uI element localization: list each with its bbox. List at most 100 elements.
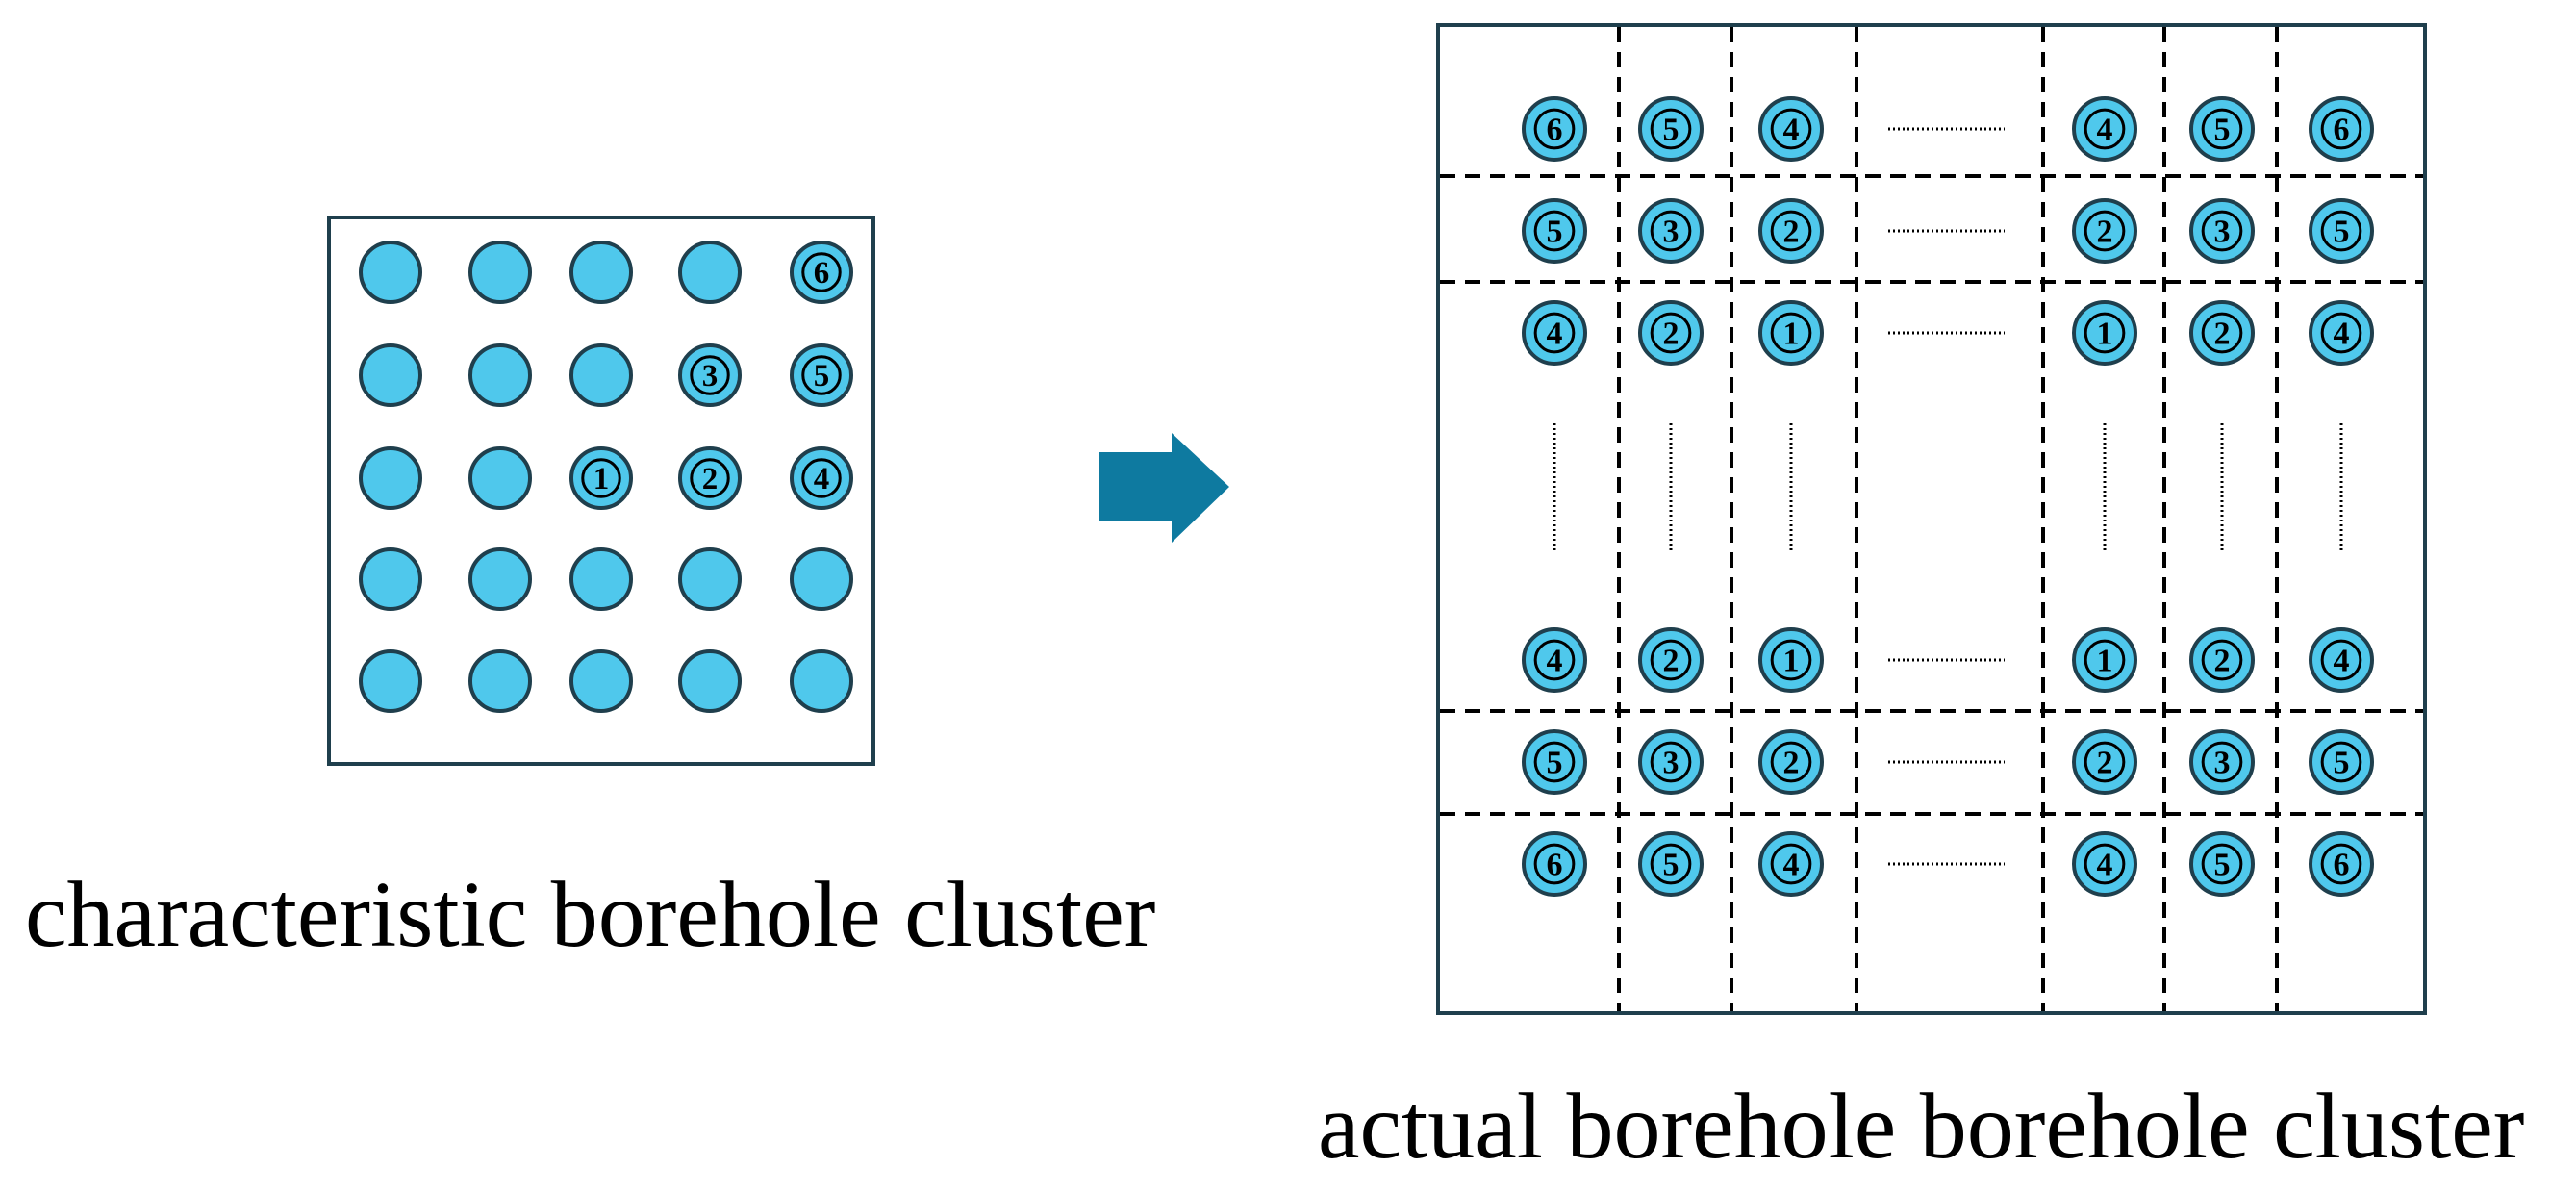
borehole-circle [1522,831,1587,897]
borehole-number: 3 [1663,746,1679,781]
actual-borehole-4: 4 [2309,627,2374,693]
borehole-circle [1638,831,1704,897]
borehole-circle [1758,96,1824,162]
borehole-number: 4 [1547,317,1563,352]
borehole-number-ring [801,355,842,395]
borehole-number-ring [2201,843,2243,885]
borehole-number: 4 [2334,317,2350,352]
borehole-number-ring [801,252,842,292]
borehole-number: 1 [1783,644,1800,679]
characteristic-borehole [359,241,422,304]
actual-borehole-5: 5 [1638,96,1704,162]
borehole-circle [790,649,853,713]
borehole-number: 4 [1783,113,1800,148]
characteristic-borehole [468,649,532,713]
characteristic-caption: characteristic borehole cluster [25,863,1156,967]
borehole-number: 4 [814,462,830,496]
borehole-circle [2309,627,2374,693]
characteristic-borehole [468,446,532,510]
borehole-circle [790,547,853,611]
actual-borehole-6: 6 [1522,831,1587,897]
borehole-number: 1 [2097,317,2113,352]
borehole-number-ring [1650,312,1692,354]
borehole-number-ring [1533,639,1576,681]
actual-borehole-3: 3 [1638,198,1704,264]
actual-borehole-5: 5 [2189,831,2255,897]
borehole-circle [2309,96,2374,162]
borehole-circle [678,241,742,304]
borehole-circle [2189,729,2255,795]
borehole-circle [2072,300,2137,366]
borehole-circle [790,446,853,510]
borehole-circle [468,446,532,510]
characteristic-borehole [790,649,853,713]
borehole-number-ring [2320,843,2362,885]
borehole-number: 3 [2214,215,2231,250]
characteristic-borehole [468,343,532,407]
characteristic-borehole [359,649,422,713]
actual-frame [1436,23,2427,1015]
ellipsis-markers [1553,127,2343,866]
borehole-number: 6 [1547,848,1563,883]
borehole-number-ring [581,458,621,498]
actual-caption: actual borehole borehole cluster [1318,1075,2525,1179]
borehole-number: 4 [2334,644,2350,679]
characteristic-borehole-3: 3 [678,343,742,407]
characteristic-borehole [468,547,532,611]
characteristic-borehole [359,547,422,611]
actual-borehole-2: 2 [2189,300,2255,366]
actual-borehole-2: 2 [1758,729,1824,795]
right-arrow-icon [1099,433,1229,543]
actual-borehole-2: 2 [1638,627,1704,693]
borehole-number-ring [1533,312,1576,354]
actual-borehole-4: 4 [2072,831,2137,897]
actual-borehole-3: 3 [1638,729,1704,795]
borehole-number: 5 [2334,746,2350,781]
borehole-number: 4 [1783,848,1800,883]
borehole-number: 6 [2334,113,2350,148]
actual-borehole-4: 4 [2309,300,2374,366]
actual-borehole-2: 2 [2189,627,2255,693]
actual-borehole-5: 5 [2189,96,2255,162]
borehole-number-ring [2084,108,2126,150]
borehole-circle [678,547,742,611]
characteristic-borehole [569,547,633,611]
borehole-number-ring [1770,639,1812,681]
borehole-circle [2072,729,2137,795]
borehole-circle [1638,96,1704,162]
borehole-number: 5 [2214,113,2231,148]
borehole-number-ring [2084,741,2126,783]
borehole-number: 6 [814,256,830,291]
actual-borehole-3: 3 [2189,729,2255,795]
actual-borehole-3: 3 [2189,198,2255,264]
borehole-number-ring [2084,312,2126,354]
borehole-circle [569,241,633,304]
actual-borehole-5: 5 [1522,729,1587,795]
actual-borehole-4: 4 [2072,96,2137,162]
actual-borehole-2: 2 [1638,300,1704,366]
borehole-number: 3 [1663,215,1679,250]
borehole-circle [790,241,853,304]
borehole-number-ring [1770,312,1812,354]
borehole-circle [468,547,532,611]
borehole-circle [569,547,633,611]
borehole-number-ring [2201,108,2243,150]
borehole-number: 1 [593,462,610,496]
actual-borehole-4: 4 [1758,96,1824,162]
borehole-number-ring [1533,741,1576,783]
borehole-number: 5 [1547,215,1563,250]
borehole-circle [2072,198,2137,264]
actual-grid-lines [1440,27,2423,1011]
borehole-number: 4 [1547,644,1563,679]
borehole-circle [1758,198,1824,264]
borehole-number-ring [1770,741,1812,783]
borehole-circle [2189,831,2255,897]
borehole-circle [1522,198,1587,264]
borehole-number-ring [1770,210,1812,252]
borehole-circle [1638,198,1704,264]
borehole-number: 5 [1547,746,1563,781]
borehole-circle [569,649,633,713]
borehole-number: 2 [2097,746,2113,781]
borehole-circle [2072,831,2137,897]
